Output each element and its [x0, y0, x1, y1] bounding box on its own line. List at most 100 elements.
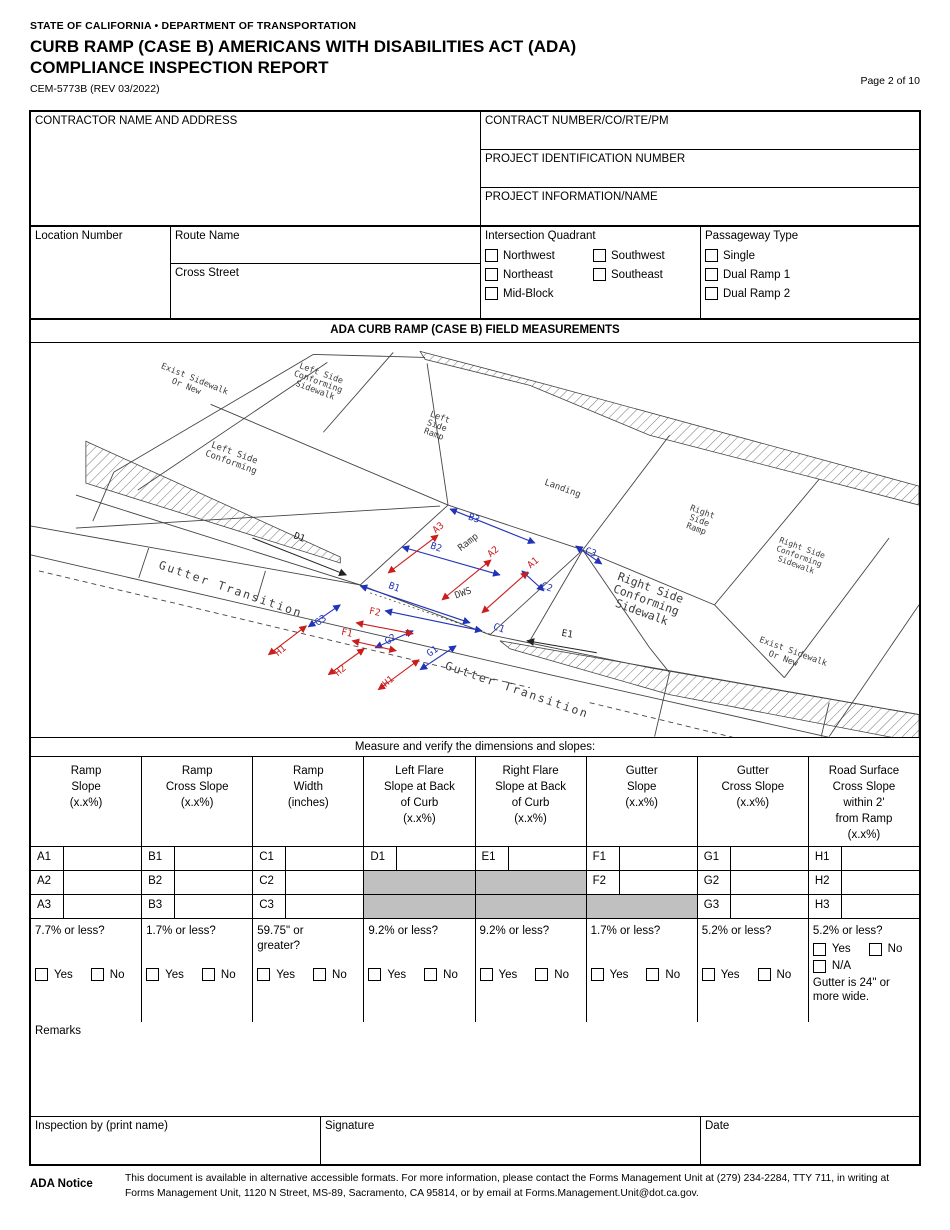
checkbox-ramp-slope-no[interactable] [90, 968, 104, 981]
checkbox-gutter-slope-yes[interactable] [590, 968, 604, 981]
input-B2[interactable] [175, 871, 252, 894]
checkbox-left-flare-no[interactable] [424, 968, 438, 981]
field-measurements-diagram: Exist Sidewalk Or New Left Side Conformi… [31, 343, 919, 737]
date-label: Date [705, 1120, 730, 1132]
route-name-field[interactable]: Route Name [171, 227, 480, 264]
form-number: CEM-5773B (REV 03/2022) [30, 82, 160, 95]
checkbox-road-surface-yes[interactable] [812, 942, 826, 956]
checkbox-ramp-cross-slope-yes[interactable] [146, 968, 160, 981]
row-label: B3 [142, 895, 176, 918]
dim-c2-label: C2 [539, 580, 553, 594]
input-G2[interactable] [731, 871, 808, 894]
cross-street-field[interactable]: Cross Street [171, 264, 480, 318]
row-label: H3 [809, 895, 842, 918]
contract-number-field[interactable]: CONTRACT NUMBER/CO/RTE/PM [481, 112, 919, 150]
dual-ramp-2-label: Dual Ramp 2 [723, 287, 791, 300]
input-A1[interactable] [64, 847, 141, 870]
criteria-question: 5.2% or less? [701, 925, 772, 937]
yes-label: Yes [498, 968, 518, 981]
southeast-label: Southeast [611, 268, 663, 281]
input-H1[interactable] [842, 847, 919, 870]
checkbox-gutter-cross-slope-yes[interactable] [701, 968, 715, 981]
checkbox-ramp-width-no[interactable] [313, 968, 327, 981]
input-B3[interactable] [175, 895, 252, 918]
input-G3[interactable] [731, 895, 808, 918]
yes-label: Yes [720, 968, 740, 981]
yes-label: Yes [609, 968, 629, 981]
location-number-field[interactable]: Location Number [31, 227, 171, 318]
contract-row: CONTRACTOR NAME AND ADDRESS CONTRACT NUM… [31, 112, 919, 227]
input-H3[interactable] [842, 895, 919, 918]
dim-c3-label: C3 [583, 545, 597, 559]
checkbox-dual-ramp-1[interactable] [705, 268, 718, 281]
criteria-question: 9.2% or less? [479, 925, 550, 937]
project-info-field[interactable]: PROJECT INFORMATION/NAME [481, 188, 919, 225]
input-A2[interactable] [64, 871, 141, 894]
checkbox-single[interactable] [705, 249, 718, 262]
checkbox-dual-ramp-2[interactable] [705, 287, 718, 300]
column-ramp-width: Ramp Width (inches) C1 C2 C3 59.75" or g… [253, 757, 365, 1022]
checkbox-ramp-slope-yes[interactable] [35, 968, 48, 981]
checkbox-northwest[interactable] [485, 249, 498, 262]
page-number: Page 2 of 10 [860, 75, 920, 87]
project-id-field[interactable]: PROJECT IDENTIFICATION NUMBER [481, 150, 919, 188]
column-road-surface-cross-slope: Road Surface Cross Slope within 2' from … [808, 757, 919, 1022]
gutter-width-note: Gutter is 24" or more wide. [812, 976, 890, 1004]
checkbox-southeast[interactable] [593, 268, 606, 281]
input-C2[interactable] [286, 871, 363, 894]
column-header: Road Surface Cross Slope within 2' from … [808, 757, 919, 847]
checkbox-northeast[interactable] [485, 268, 498, 281]
section-title: ADA CURB RAMP (CASE B) FIELD MEASUREMENT… [31, 320, 919, 343]
column-header: Ramp Cross Slope (x.x%) [142, 757, 253, 847]
input-B1[interactable] [175, 847, 252, 870]
row-label: C3 [253, 895, 287, 918]
contract-number-label: CONTRACT NUMBER/CO/RTE/PM [485, 115, 669, 127]
checkbox-ramp-width-yes[interactable] [257, 968, 271, 981]
input-H2[interactable] [842, 871, 919, 894]
input-E1[interactable] [509, 847, 586, 870]
column-header: Ramp Slope (x.x%) [31, 757, 142, 847]
criteria-question: 1.7% or less? [146, 925, 216, 937]
checkbox-right-flare-no[interactable] [535, 968, 549, 981]
contractor-name-field[interactable]: CONTRACTOR NAME AND ADDRESS [31, 112, 481, 225]
checkbox-road-surface-no[interactable] [868, 942, 882, 956]
row-label: F1 [587, 847, 620, 870]
checkbox-left-flare-yes[interactable] [368, 968, 382, 981]
exist-sidewalk-right-label: Exist Sidewalk Or New [758, 634, 829, 668]
input-C3[interactable] [286, 895, 363, 918]
input-F2[interactable] [620, 871, 697, 894]
input-A3[interactable] [64, 895, 141, 918]
southwest-label: Southwest [611, 249, 665, 262]
row-label: G1 [698, 847, 731, 870]
checkbox-gutter-cross-slope-no[interactable] [757, 968, 771, 981]
inspection-by-label: Inspection by (print name) [35, 1120, 168, 1132]
date-field[interactable]: Date [701, 1117, 919, 1164]
checkbox-ramp-cross-slope-no[interactable] [201, 968, 215, 981]
right-side-conforming-sidewalk-small-label: Right Side Conforming Sidewalk [775, 536, 826, 576]
checkbox-right-flare-yes[interactable] [479, 968, 493, 981]
inspection-by-field[interactable]: Inspection by (print name) [31, 1117, 321, 1164]
input-D1[interactable] [397, 847, 474, 870]
remarks-field[interactable]: Remarks [31, 1022, 919, 1116]
passageway-type-label: Passageway Type [705, 230, 799, 242]
row-label: B2 [142, 871, 176, 894]
signature-field[interactable]: Signature [321, 1117, 701, 1164]
input-F1[interactable] [620, 847, 697, 870]
input-C1[interactable] [286, 847, 363, 870]
checkbox-gutter-slope-no[interactable] [646, 968, 660, 981]
checkbox-mid-block[interactable] [485, 287, 498, 300]
no-label: No [443, 968, 458, 981]
contractor-name-label: CONTRACTOR NAME AND ADDRESS [35, 115, 238, 127]
ada-notice: ADA Notice This document is available in… [30, 1172, 920, 1202]
checkbox-road-surface-na[interactable] [812, 959, 826, 973]
input-G1[interactable] [731, 847, 808, 870]
dim-d1-label: D1 [292, 530, 307, 544]
checkbox-southwest[interactable] [593, 249, 606, 262]
dim-h2-label: H2 [333, 663, 349, 679]
passageway-type-cell: Passageway Type Single Dual Ramp 1 Dual … [701, 227, 919, 318]
gutter-transition-right-label: Gutter Transition [443, 658, 591, 720]
